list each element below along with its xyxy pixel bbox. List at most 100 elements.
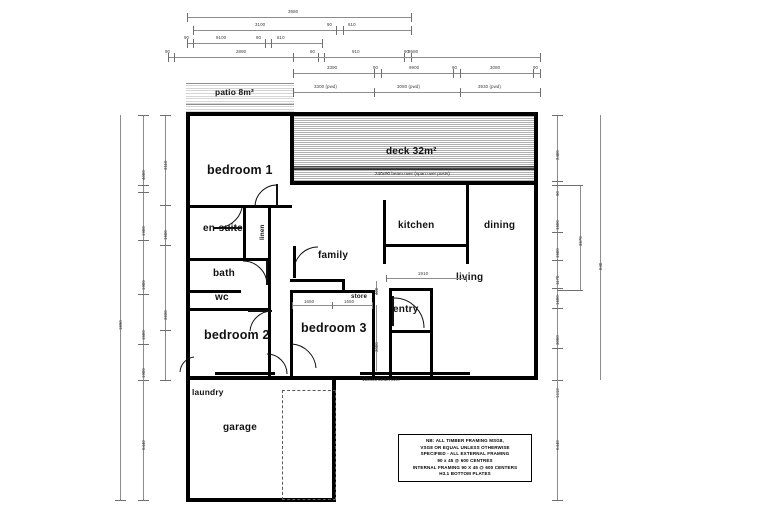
dim-tick bbox=[557, 290, 583, 291]
dim-text: 3110 bbox=[163, 160, 168, 170]
dim-tick bbox=[557, 185, 583, 186]
dim-tick bbox=[552, 115, 563, 116]
patio-hatch bbox=[186, 82, 294, 112]
dim-tick bbox=[187, 13, 188, 22]
dim-text: 3390 bbox=[327, 65, 338, 70]
dim-tick bbox=[187, 39, 188, 48]
interior-wall-bedroom1-bottom bbox=[186, 205, 292, 208]
dim-text: 9580 bbox=[408, 49, 419, 54]
dim-tick bbox=[540, 88, 541, 97]
dim-tick bbox=[374, 69, 375, 78]
dim-tick bbox=[552, 232, 563, 233]
dim-tick bbox=[336, 26, 337, 35]
interior-wall-wc-bottom bbox=[186, 308, 271, 311]
dim-tick bbox=[533, 69, 534, 78]
interior-wall-ensuite-b bbox=[243, 225, 246, 260]
dim-line-chain-1 bbox=[557, 115, 558, 500]
exterior-wall-top-left bbox=[186, 112, 294, 116]
dim-text: 90 bbox=[184, 35, 190, 40]
dim-tick bbox=[160, 330, 171, 331]
door-entry bbox=[392, 296, 428, 330]
interior-wall-dining-left bbox=[466, 185, 469, 246]
dim-tick bbox=[552, 181, 563, 182]
interior-wall-bedroom2-right bbox=[268, 311, 271, 377]
dim-tick bbox=[411, 13, 412, 22]
exterior-wall-bottom-garage bbox=[186, 498, 336, 502]
dim-line bbox=[187, 43, 322, 44]
laundry-wall-bottom bbox=[215, 372, 275, 375]
bottom-beam-note: 150x90 beam over bbox=[362, 377, 401, 382]
dim-text: 1650 bbox=[344, 299, 355, 304]
interior-wall-bedroom3-top bbox=[290, 290, 375, 293]
dim-tick bbox=[466, 275, 467, 282]
door-laundry bbox=[265, 352, 291, 376]
door-ensuite bbox=[214, 207, 246, 230]
exterior-wall-left-garage bbox=[186, 380, 190, 502]
dim-text: 3100 bbox=[255, 22, 266, 27]
room-label-deck: deck 32m² bbox=[386, 146, 437, 157]
door-laundry-exterior bbox=[178, 355, 198, 375]
dim-text: 3980 bbox=[288, 9, 299, 14]
interior-wall-linen bbox=[268, 205, 271, 260]
interior-wall-laundry-left bbox=[186, 372, 190, 380]
dim-text: 90 bbox=[327, 22, 333, 27]
dim-text: 400 bbox=[374, 287, 379, 295]
dim-text: 3080 (pwd) bbox=[397, 84, 420, 89]
dim-tick bbox=[381, 69, 382, 78]
dim-text: 1900 bbox=[141, 226, 146, 236]
dim-text: 6440 bbox=[555, 440, 560, 450]
dim-text: 90 bbox=[256, 35, 262, 40]
entry-step bbox=[389, 330, 433, 333]
dim-text: 90 bbox=[452, 65, 458, 70]
door-bath bbox=[241, 260, 271, 287]
dim-tick bbox=[193, 26, 194, 35]
dim-tick bbox=[552, 308, 563, 309]
room-label-wc: wc bbox=[215, 292, 229, 303]
dim-line bbox=[187, 17, 412, 18]
dim-line bbox=[386, 278, 466, 279]
dim-text: 840 bbox=[598, 262, 603, 270]
dim-text: 90 bbox=[404, 49, 410, 54]
door-bedroom2 bbox=[248, 310, 278, 333]
dim-text: 90 bbox=[310, 49, 316, 54]
dim-tick bbox=[160, 245, 171, 246]
note-line: NB: ALL TIMBER FRAMING MSG8, bbox=[426, 438, 504, 443]
dim-tick bbox=[540, 53, 541, 62]
room-label-store: store bbox=[351, 293, 368, 300]
dim-line-chain-inner bbox=[165, 115, 166, 380]
dim-text: 3300 (pwd) bbox=[314, 84, 337, 89]
room-label-linen: linen bbox=[259, 224, 266, 240]
dim-tick bbox=[460, 88, 461, 97]
dim-tick bbox=[292, 302, 293, 309]
note-line: 90 x 45 @ 600 CENTRES bbox=[437, 457, 493, 463]
note-line: INTERNAL FRAMING 90 X 45 @ 600 CENTERS bbox=[412, 464, 518, 470]
dim-tick bbox=[552, 288, 563, 289]
dim-tick bbox=[411, 26, 412, 35]
room-label-patio: patio 8m² bbox=[215, 87, 255, 97]
dim-tick bbox=[168, 53, 169, 62]
dim-line-vertical bbox=[376, 281, 377, 295]
notes-box: NB: ALL TIMBER FRAMING MSG8, VSG8 OR EQU… bbox=[398, 434, 532, 482]
dim-line bbox=[293, 57, 540, 58]
dim-text: 1500 bbox=[163, 230, 168, 240]
patio-edge bbox=[186, 104, 294, 105]
dim-text: 90 bbox=[533, 65, 539, 70]
dim-text: 1170 bbox=[555, 275, 560, 285]
garage-dashed-area bbox=[282, 390, 336, 500]
room-label-dining: dining bbox=[484, 220, 516, 231]
dim-tick bbox=[372, 302, 373, 309]
dim-text: 910 bbox=[352, 49, 360, 54]
door-bedroom1 bbox=[254, 184, 291, 209]
dim-tick bbox=[193, 39, 194, 48]
deck-beam-line bbox=[290, 166, 538, 170]
store-divider bbox=[342, 281, 345, 291]
dim-tick bbox=[293, 88, 294, 97]
dim-text: 90 bbox=[165, 49, 171, 54]
deck-edge-top bbox=[290, 112, 538, 116]
exterior-wall-right bbox=[534, 112, 538, 380]
interior-wall-bedroom3-left bbox=[290, 292, 293, 377]
dim-line-overall bbox=[120, 115, 121, 500]
dim-text: 1500 bbox=[141, 330, 146, 340]
dim-tick bbox=[265, 39, 266, 48]
